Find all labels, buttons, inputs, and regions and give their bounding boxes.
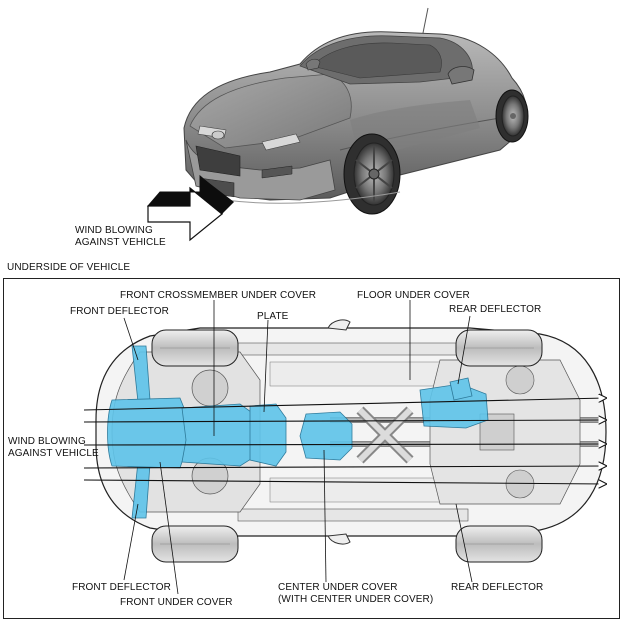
front-left-wheel	[151, 329, 239, 367]
label-rear-deflector-top: REAR DEFLECTOR	[449, 304, 542, 315]
airflow-arrows	[83, 398, 606, 484]
rear-left-wheel	[455, 329, 543, 367]
plate	[249, 403, 287, 467]
label-wind-line1: WIND BLOWING	[8, 436, 86, 447]
label-floor-under-cover: FLOOR UNDER COVER	[357, 290, 470, 301]
label-plate: PLATE	[257, 311, 289, 322]
airflow-arrow	[83, 479, 606, 484]
top-wind-label-line2: AGAINST VEHICLE	[75, 237, 166, 248]
front-right-wheel	[151, 525, 239, 563]
label-front-under-cover: FRONT UNDER COVER	[120, 597, 233, 608]
airflow-arrow	[83, 444, 606, 445]
top-wind-label-line1: WIND BLOWING	[75, 225, 153, 236]
underside-illustration	[83, 319, 606, 563]
airflow-arrow	[83, 398, 606, 411]
label-front-deflector-top: FRONT DEFLECTOR	[70, 306, 169, 317]
label-center-under-cover-line2: (WITH CENTER UNDER COVER)	[278, 594, 434, 605]
label-wind-line2: AGAINST VEHICLE	[8, 448, 99, 459]
leader-lines	[123, 300, 473, 595]
label-center-under-cover-line1: CENTER UNDER COVER	[278, 582, 398, 593]
rear-deflector	[449, 377, 473, 401]
airflow-arrow	[83, 420, 606, 422]
wind-direction-arrow	[146, 174, 234, 242]
rear-right-wheel	[455, 525, 543, 563]
label-front-crossmember-under-cover: FRONT CROSSMEMBER UNDER COVER	[120, 290, 317, 301]
car-perspective-illustration	[183, 7, 529, 215]
airflow-arrow	[83, 466, 606, 468]
label-rear-deflector-bottom: REAR DEFLECTOR	[451, 582, 544, 593]
section-title: UNDERSIDE OF VEHICLE	[7, 262, 131, 273]
underside-frame	[3, 278, 620, 619]
center-under-cover	[299, 411, 353, 461]
label-front-deflector-bottom: FRONT DEFLECTOR	[72, 582, 171, 593]
